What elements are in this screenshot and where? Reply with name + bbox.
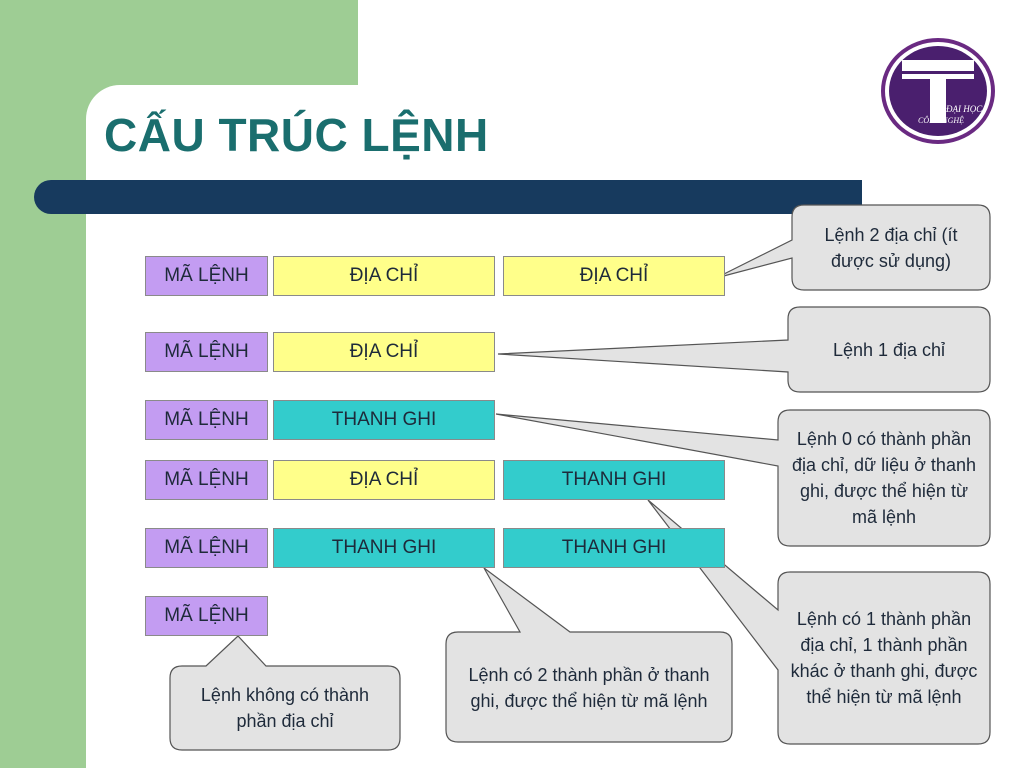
row5-opcode-box: MÃ LỆNH — [145, 528, 268, 568]
svg-text:CÔNG NGHỆ: CÔNG NGHỆ — [918, 115, 964, 125]
row1-opcode-box: MÃ LỆNH — [145, 256, 268, 296]
slide-title: CẤU TRÚC LỆNH — [104, 109, 489, 161]
callout-no-address-text: Lệnh không có thành phần địa chỉ — [200, 685, 370, 731]
row4-opcode-box: MÃ LỆNH — [145, 460, 268, 500]
row3-opcode-box: MÃ LỆNH — [145, 400, 268, 440]
title-underline-bar — [34, 180, 862, 214]
row1-address-box: ĐỊA CHỈ — [273, 256, 495, 296]
callout-one-address-shape — [497, 306, 991, 393]
callout-two-registers-shape — [445, 567, 733, 743]
row5-register2-box: THANH GHI — [503, 528, 725, 568]
row2-address-box: ĐỊA CHỈ — [273, 332, 495, 372]
callout-two-address-shape — [715, 204, 991, 291]
callout-zero-address-text: Lệnh 0 có thành phần địa chỉ, dữ liệu ở … — [792, 429, 976, 527]
callout-one-plus-register-shape — [647, 499, 991, 745]
row4-address-box: ĐỊA CHỈ — [273, 460, 495, 500]
callout-one-address-text: Lệnh 1 địa chỉ — [832, 339, 946, 360]
row5-register-box: THANH GHI — [273, 528, 495, 568]
callout-two-registers-text: Lệnh có 2 thành phần ở thanh ghi, được t… — [468, 665, 710, 711]
row2-opcode-box: MÃ LỆNH — [145, 332, 268, 372]
row6-opcode-box: MÃ LỆNH — [145, 596, 268, 636]
callout-no-address-shape — [169, 635, 401, 751]
university-logo: ĐẠI HỌC CÔNG NGHỆ — [881, 38, 995, 144]
row3-register-box: THANH GHI — [273, 400, 495, 440]
callout-two-address-text: Lệnh 2 địa chỉ (ít được sử dụng) — [824, 224, 958, 271]
row1-address2-box: ĐỊA CHỈ — [503, 256, 725, 296]
logo-text: ĐẠI HỌC — [945, 104, 983, 114]
callout-zero-address-shape — [495, 409, 991, 547]
callout-one-plus-register-text: Lệnh có 1 thành phần địa chỉ, 1 thành ph… — [790, 609, 978, 707]
row4-register-box: THANH GHI — [503, 460, 725, 500]
